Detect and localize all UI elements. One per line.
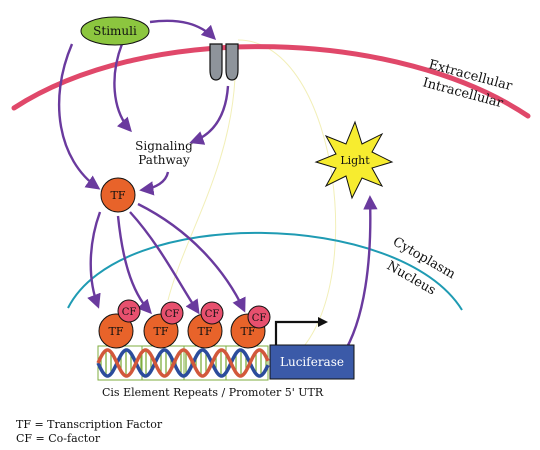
signaling-pathway-label-line2: Pathway: [138, 153, 190, 167]
receptor-icon: [209, 43, 239, 81]
luciferase-gene-box: [269, 344, 355, 380]
cf-bound: [247, 305, 271, 329]
nuclear-envelope: [67, 231, 463, 311]
cf-bound: [160, 301, 184, 325]
arrow-tf-to-site-3: [129, 211, 200, 315]
cf-bound: [200, 301, 224, 325]
light-label: Light: [340, 154, 370, 167]
dna-helix: [96, 345, 270, 381]
arrow-stimuli-to-receptor: [149, 19, 217, 41]
promoter-arrow-icon: [274, 320, 320, 350]
stimuli-label: Stimuli: [93, 24, 137, 38]
arrow-signaling-to-tf: [139, 171, 170, 196]
bound-complex-3: TF CF: [187, 301, 224, 349]
cell-membrane: [11, 44, 531, 119]
tf-node-free: [100, 177, 136, 213]
dna-strand-1: [96, 348, 270, 378]
bound-complex-4: TF CF: [230, 305, 271, 349]
cf-bound-label: CF: [122, 307, 137, 318]
tf-bound: [98, 313, 134, 349]
tf-bound-label: TF: [154, 325, 169, 338]
cis-element-label: Cis Element Repeats / Promoter 5' UTR: [102, 386, 324, 399]
tf-free-label: TF: [111, 189, 126, 202]
promoter-arrowhead: [318, 317, 328, 327]
legend-tf-definition: TF = Transcription Factor: [16, 418, 163, 431]
faint-guide-curve: [167, 77, 236, 301]
bound-complex-2: TF CF: [143, 301, 184, 349]
tf-bound-label: TF: [109, 325, 124, 338]
stimuli-node: [80, 16, 150, 46]
cf-bound: [117, 299, 141, 323]
cf-bound-label: CF: [252, 313, 267, 324]
arrow-stimuli-to-signaling: [113, 43, 132, 133]
luciferase-label: Luciferase: [280, 355, 344, 369]
arrow-tf-to-site-1: [87, 211, 102, 309]
arrow-luciferase-to-light: [340, 195, 378, 357]
bound-complex-1: TF CF: [98, 299, 141, 349]
cf-bound-label: CF: [205, 309, 220, 320]
arrow-tf-to-site-4: [137, 202, 246, 313]
tf-bound-label: TF: [241, 325, 256, 338]
signaling-pathway-label-line1: Signaling: [135, 139, 193, 153]
arrow-tf-to-site-2: [116, 215, 152, 315]
dna-strand-2: [96, 348, 270, 378]
cf-bound-label: CF: [165, 309, 180, 320]
arrow-receptor-to-signaling: [189, 85, 230, 145]
arrow-stimuli-to-tf: [57, 43, 101, 190]
light-burst-icon: [314, 120, 394, 200]
legend-cf-definition: CF = Co-factor: [16, 432, 101, 445]
pathway-arrows: [57, 19, 378, 357]
tf-bound-label: TF: [198, 325, 213, 338]
